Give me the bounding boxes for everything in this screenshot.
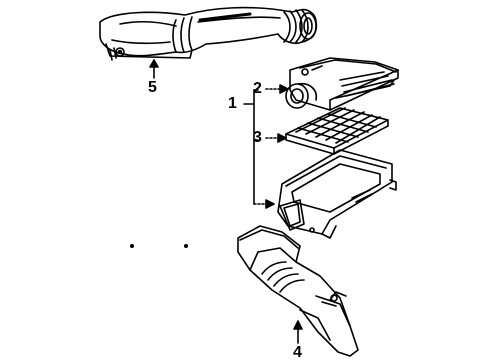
- air-cleaner-cover-part-2: [285, 57, 399, 111]
- air-cleaner-housing: [277, 149, 397, 239]
- arrow-2: [279, 84, 289, 94]
- bracket-1: [243, 89, 255, 205]
- callout-3: 3: [253, 129, 262, 146]
- arrow-5: [149, 59, 159, 68]
- callout-2: 2: [253, 80, 262, 97]
- arrow-1: [265, 199, 275, 209]
- intake-hose-part-5: [99, 6, 318, 61]
- callout-1: 1: [228, 95, 237, 112]
- callout-5: 5: [148, 79, 157, 96]
- stray-dot: [184, 244, 189, 249]
- arrow-4: [293, 320, 303, 330]
- intake-duct-part-4: [237, 225, 359, 357]
- filter-element-part-3: [285, 107, 389, 155]
- callout-4: 4: [293, 344, 302, 361]
- stray-dot: [130, 244, 135, 249]
- arrow-3: [277, 133, 287, 143]
